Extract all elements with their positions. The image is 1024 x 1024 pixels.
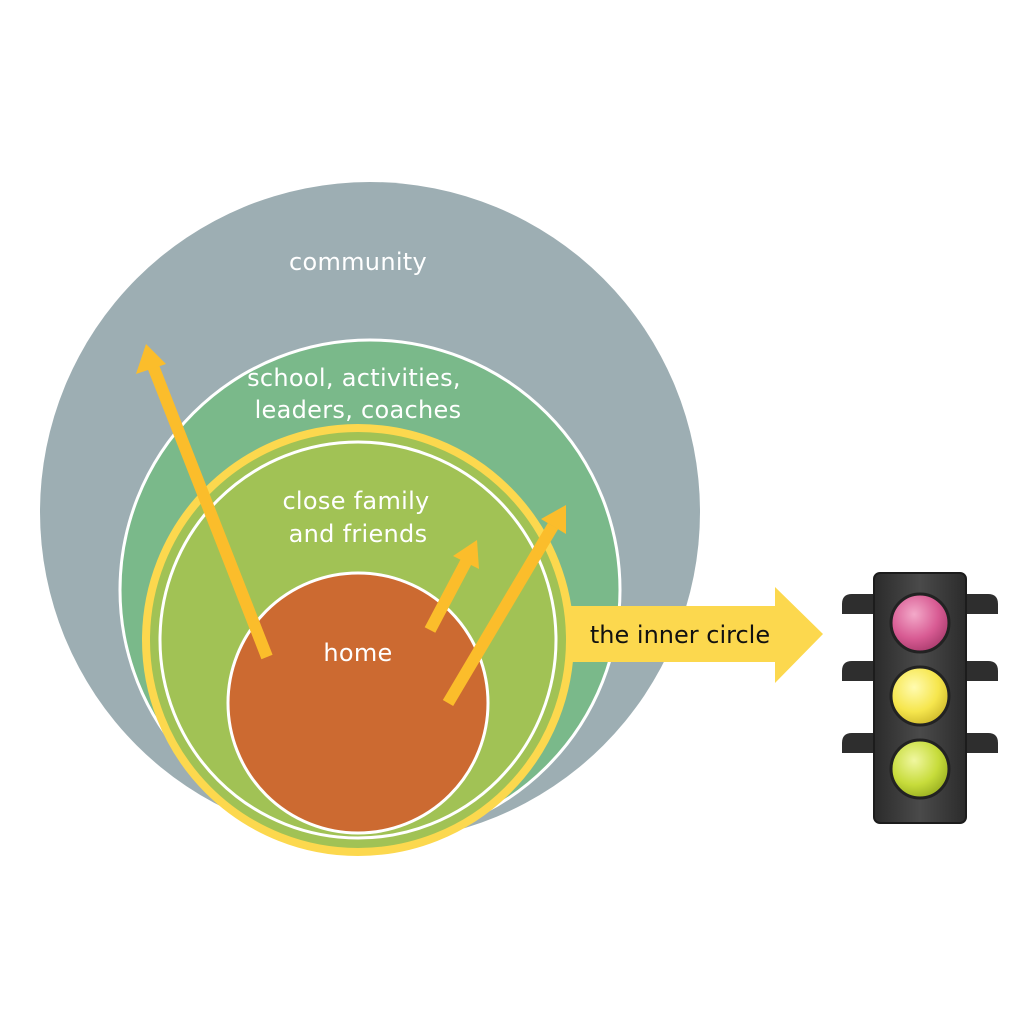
- community-label: community: [289, 248, 427, 276]
- school-label-line1: school, activities,: [247, 364, 461, 392]
- traffic-light-icon: [842, 572, 998, 824]
- traffic-light-visor-right-mid: [964, 661, 998, 681]
- family-label-line2: and friends: [289, 520, 428, 548]
- arrow-to-school: [136, 344, 273, 660]
- traffic-light-visor-left-top: [842, 594, 876, 614]
- traffic-light-green-lens: [889, 738, 951, 800]
- traffic-light-yellow-lens: [889, 665, 951, 727]
- traffic-light-visor-left-mid: [842, 661, 876, 681]
- arrow-to-family: [424, 540, 479, 633]
- traffic-light-visor-left-bottom: [842, 733, 876, 753]
- family-label-line1: close family: [282, 487, 429, 515]
- arrow-to-inner-circle: [442, 505, 566, 707]
- traffic-light-visor-right-top: [964, 594, 998, 614]
- inner-circle-callout-arrow: [560, 587, 823, 683]
- home-label: home: [323, 639, 392, 667]
- inner-circle-label: the inner circle: [590, 621, 770, 649]
- traffic-light-visor-right-bottom: [964, 733, 998, 753]
- home-circle: [226, 571, 490, 835]
- traffic-light-red-lens: [889, 592, 951, 654]
- school-label-line2: leaders, coaches: [255, 396, 462, 424]
- outward-arrows: [136, 344, 566, 707]
